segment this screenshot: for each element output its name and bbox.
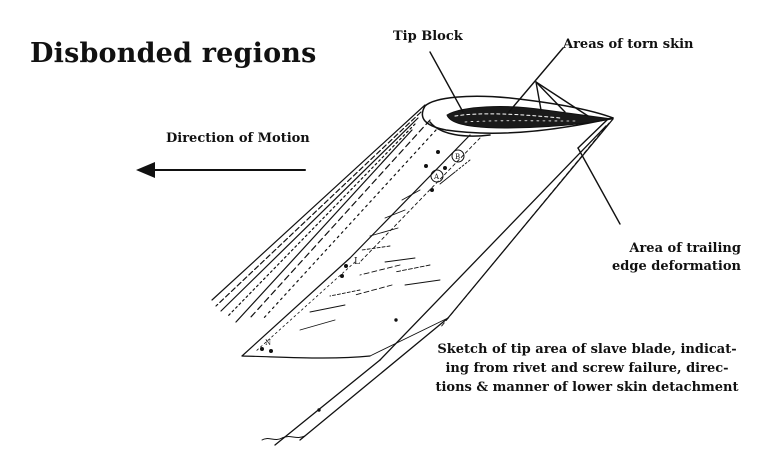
sketch-mark-l: L	[354, 257, 360, 267]
trailing-edge-label-line2: edge deformation	[612, 259, 741, 274]
caption-line-3: tions & manner of lower skin detachment	[435, 380, 739, 395]
trailing-edge-label-line1: Area of trailing	[629, 241, 741, 256]
torn-skin-label: Areas of torn skin	[563, 37, 694, 52]
direction-of-motion-label: Direction of Motion	[166, 131, 310, 146]
caption-line-1: Sketch of tip area of slave blade, indic…	[437, 342, 737, 357]
label-pointer-lines	[429, 47, 621, 225]
detachment-strokes	[299, 159, 471, 331]
rivet-markers	[260, 149, 465, 412]
leading-edge-lines	[211, 104, 437, 323]
sketch-mark-n: N	[265, 339, 271, 347]
page-title: Disbonded regions	[30, 38, 317, 69]
tip-block-label: Tip Block	[393, 29, 463, 44]
torn-skin-region	[446, 106, 613, 129]
blade-root-break	[261, 435, 306, 441]
trailing-edge-lines	[274, 118, 614, 446]
trailing-edge-label: Area of trailing edge deformation	[612, 240, 741, 276]
blade-tip-outline	[421, 95, 614, 137]
sketch-mark-a: A	[433, 173, 440, 181]
caption-line-2: ing from rivet and screw failure, direc-	[445, 361, 729, 376]
sketch-marks: A B L N	[265, 153, 460, 347]
direction-arrow	[136, 162, 306, 178]
skin-panel-lines	[241, 134, 481, 359]
sketch-caption: Sketch of tip area of slave blade, indic…	[426, 340, 748, 397]
sketch-mark-b: B	[455, 153, 460, 161]
